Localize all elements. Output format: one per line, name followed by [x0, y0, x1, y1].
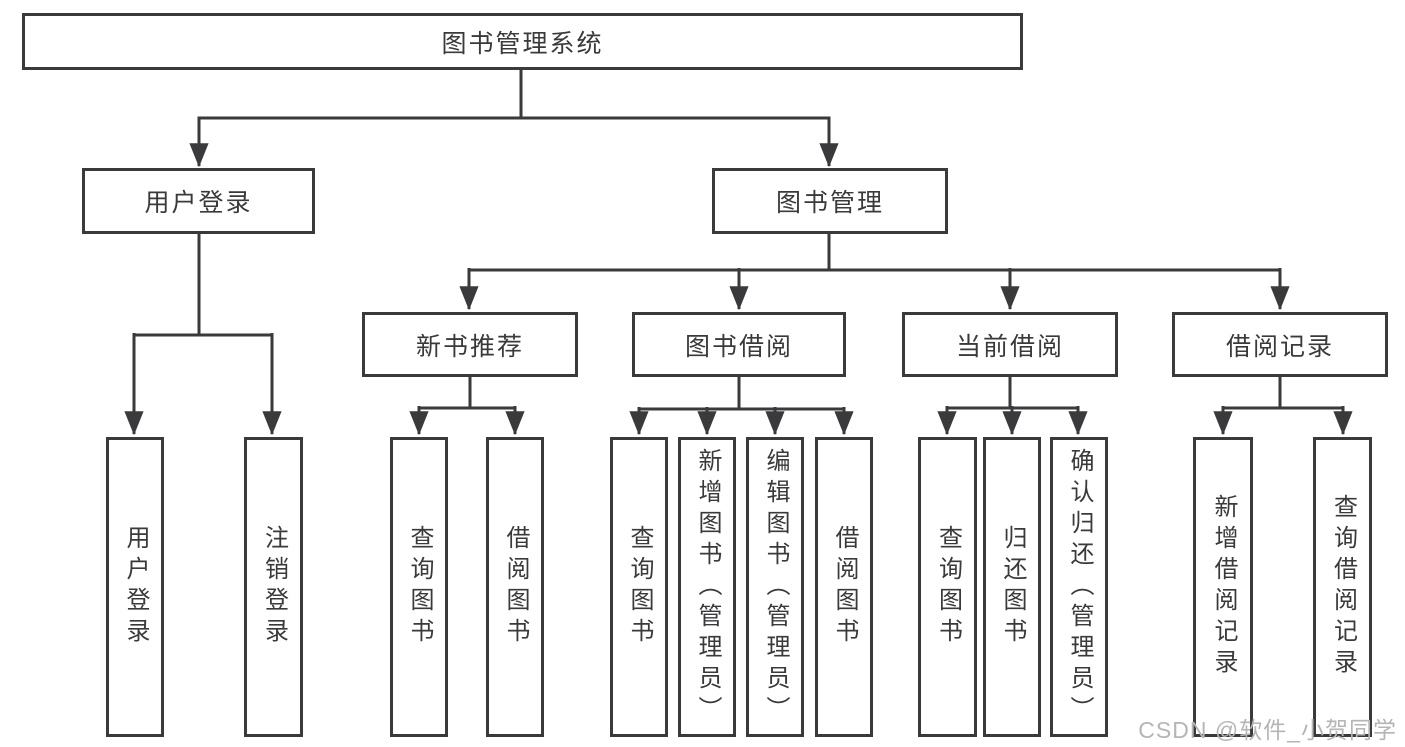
csdn-watermark: CSDN @软件_小贺同学 — [1138, 717, 1397, 743]
node-label: 借阅记录 — [1225, 332, 1334, 361]
leaf-label: 注销登录 — [260, 525, 288, 649]
node-label: 当前借阅 — [955, 332, 1064, 361]
leaf-label: 新增借阅记录 — [1210, 494, 1237, 680]
leaf-return-books: 归还图书 — [983, 437, 1041, 737]
node-borrowing-records: 借阅记录 — [1172, 312, 1388, 377]
leaf-label: 归还图书 — [999, 525, 1026, 649]
node-book-management: 图书管理 — [712, 168, 948, 234]
node-label: 用户登录 — [144, 189, 253, 217]
node-label: 图书借阅 — [684, 332, 793, 361]
leaf-confirm-return-admin: 确认归还（管理员） — [1050, 437, 1108, 737]
leaf-edit-books-admin: 编辑图书（管理员） — [746, 437, 804, 737]
leaf-logout: 注销登录 — [244, 437, 303, 737]
leaf-label: 用户登录 — [122, 525, 149, 649]
leaf-label: 查询图书 — [626, 525, 653, 649]
leaf-label: 查询图书 — [406, 525, 433, 649]
node-label: 新书推荐 — [415, 332, 524, 361]
node-user-login: 用户登录 — [82, 168, 315, 234]
leaf-query-borrowing-record: 查询借阅记录 — [1313, 437, 1372, 737]
leaf-query-books-current: 查询图书 — [918, 437, 977, 737]
leaf-label: 借阅图书 — [831, 525, 858, 649]
leaf-label: 查询图书 — [934, 525, 962, 649]
leaf-query-books-newbook: 查询图书 — [390, 437, 448, 737]
node-library-management-system: 图书管理系统 — [22, 13, 1023, 70]
leaf-label: 查询借阅记录 — [1329, 494, 1357, 680]
node-label: 图书管理 — [775, 189, 884, 217]
leaf-query-books-borrowing: 查询图书 — [610, 437, 668, 737]
leaf-label: 新增图书（管理员） — [694, 447, 721, 727]
node-current-borrowing: 当前借阅 — [902, 312, 1118, 377]
leaf-user-login: 用户登录 — [106, 437, 164, 737]
leaf-add-borrowing-record: 新增借阅记录 — [1193, 437, 1253, 737]
leaf-add-books-admin: 新增图书（管理员） — [678, 437, 736, 737]
leaf-borrow-books-borrowing: 借阅图书 — [815, 437, 873, 737]
leaf-label: 确认归还（管理员） — [1066, 447, 1093, 727]
leaf-borrow-books-newbook: 借阅图书 — [486, 437, 544, 737]
leaf-label: 借阅图书 — [502, 525, 529, 649]
node-label: 图书管理系统 — [441, 29, 604, 58]
leaf-label: 编辑图书（管理员） — [762, 447, 789, 727]
node-book-borrowing: 图书借阅 — [632, 312, 846, 377]
node-new-book-recommendation: 新书推荐 — [362, 312, 578, 377]
